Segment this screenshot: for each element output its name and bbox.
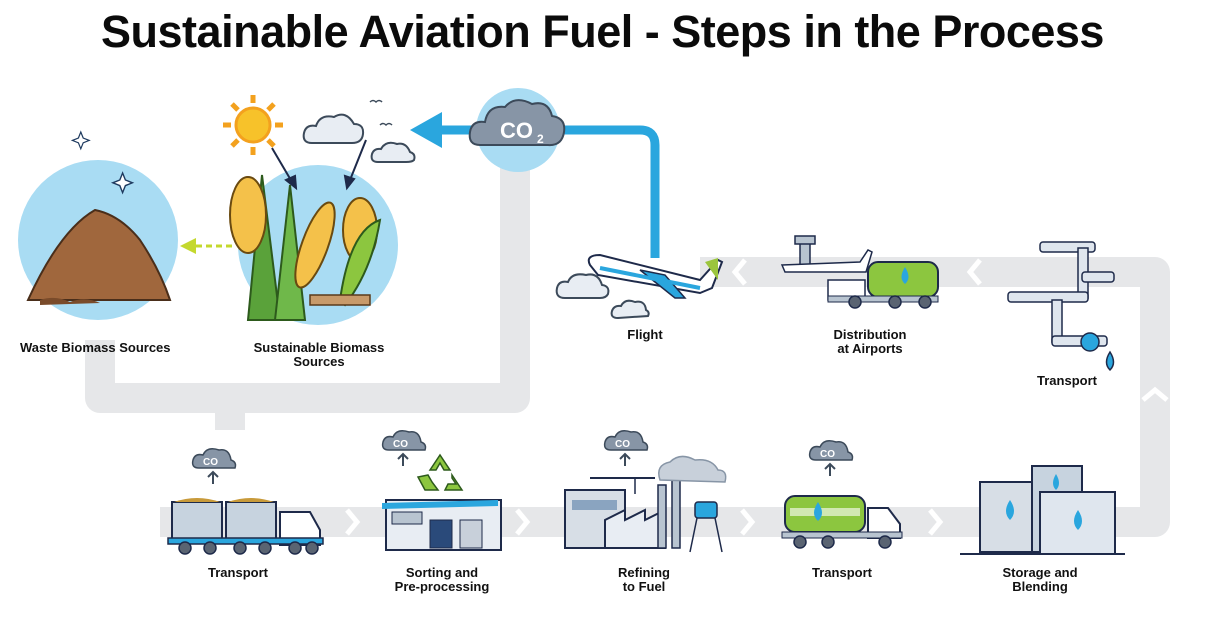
label-sustainable-biomass: Sustainable Biomass Sources: [244, 341, 394, 369]
svg-text:CO: CO: [820, 449, 835, 460]
label-distribution-line2: at Airports: [837, 341, 903, 356]
label-sustainable-biomass-line2: Sources: [293, 354, 345, 369]
label-flight: Flight: [595, 328, 695, 342]
label-transport-rail: Transport: [188, 566, 288, 580]
label-sorting-line2: Pre-processing: [394, 579, 490, 594]
airplane-icon: [555, 253, 724, 320]
train-icon: [167, 498, 324, 555]
page-title: Sustainable Aviation Fuel - Steps in the…: [101, 6, 1104, 57]
label-storage-line2: Blending: [1012, 579, 1068, 594]
co2-emission-icons: CO CO CO CO: [191, 430, 854, 484]
label-flight-text: Flight: [627, 327, 663, 342]
recycle-icon: [416, 453, 464, 491]
label-sustainable-biomass-line1: Sustainable Biomass: [253, 340, 385, 355]
dashed-arrow: [180, 238, 232, 254]
label-refining-line2: to Fuel: [622, 579, 666, 594]
co2-cloud-icon: CO 2: [468, 88, 566, 172]
svg-text:2: 2: [537, 132, 544, 146]
label-refining-line1: Refining: [618, 565, 670, 580]
sustainable-biomass-icon: [229, 165, 398, 325]
co2-return-arrow: [410, 112, 660, 258]
label-sorting: Sorting and Pre-processing: [372, 566, 512, 594]
label-transport-rail-text: Transport: [208, 565, 268, 580]
svg-text:CO: CO: [393, 439, 408, 450]
label-distribution: Distribution at Airports: [800, 328, 940, 356]
birds: [369, 99, 393, 127]
factory-icon: [564, 455, 727, 553]
warehouse-icon: [382, 499, 502, 551]
label-sorting-line1: Sorting and: [405, 565, 479, 580]
label-distribution-line1: Distribution: [833, 327, 907, 342]
label-transport-pipeline-text: Transport: [1037, 373, 1097, 388]
label-transport-pipeline: Transport: [1017, 374, 1117, 388]
label-waste-biomass-text: Waste Biomass Sources: [20, 340, 171, 355]
sun-icon: [223, 95, 283, 155]
label-refining: Refining to Fuel: [594, 566, 694, 594]
pipeline-icon: [1007, 241, 1115, 372]
flow-chevrons: [218, 258, 1169, 536]
label-waste-biomass: Waste Biomass Sources: [20, 340, 171, 355]
label-transport-truck-text: Transport: [812, 565, 872, 580]
tanker-truck-icon: [780, 235, 939, 309]
cloud-icon: [302, 113, 416, 163]
waste-biomass-icon: [18, 130, 178, 320]
label-storage-line1: Storage and: [1002, 565, 1078, 580]
sun-rays-arrows: [271, 139, 367, 191]
label-storage: Storage and Blending: [970, 566, 1110, 594]
svg-text:CO: CO: [500, 118, 533, 143]
fuel-truck-icon: [781, 495, 903, 549]
storage-tank-icon: [960, 465, 1125, 555]
label-transport-truck: Transport: [792, 566, 892, 580]
svg-text:CO: CO: [615, 439, 630, 450]
svg-text:CO: CO: [203, 457, 218, 468]
